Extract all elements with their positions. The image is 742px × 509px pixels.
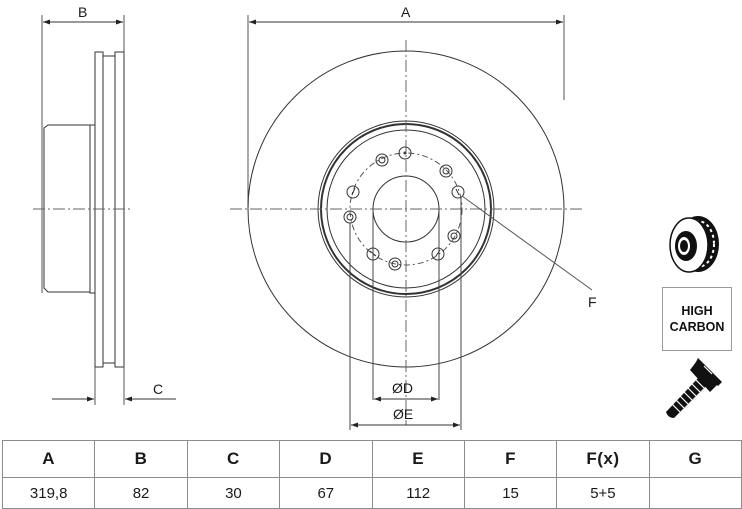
dimension-label-d: ØD <box>392 380 413 396</box>
spec-value-d: 67 <box>279 477 373 509</box>
spec-header-b: B <box>94 440 188 478</box>
front-view <box>230 15 593 430</box>
spec-table-value-row: 319,8 82 30 67 112 15 5+5 <box>1 477 742 509</box>
vented-brake-disc-icon <box>669 216 719 273</box>
spec-value-e: 112 <box>371 477 465 509</box>
dimension-label-e: ØE <box>393 406 413 422</box>
spec-value-fx: 5+5 <box>556 477 650 509</box>
dimension-label-c: C <box>153 381 163 397</box>
dimension-label-a: A <box>401 4 411 20</box>
spec-header-g: G <box>648 440 742 478</box>
countersunk-screw-icon <box>666 358 722 418</box>
side-view <box>33 15 176 405</box>
high-carbon-label-line2: CARBON <box>669 320 725 334</box>
spec-value-g <box>648 477 742 509</box>
high-carbon-label-line1: HIGH <box>681 304 713 318</box>
spec-header-d: D <box>279 440 373 478</box>
spec-table: A B C D E F F(x) G 319,8 82 30 67 112 15… <box>1 440 742 509</box>
spec-header-e: E <box>371 440 465 478</box>
spec-header-a: A <box>1 440 96 478</box>
spec-header-fx: F(x) <box>556 440 650 478</box>
spec-header-f: F <box>463 440 558 478</box>
spec-value-c: 30 <box>186 477 281 509</box>
spec-value-f: 15 <box>463 477 558 509</box>
dimension-label-f: F <box>588 294 597 310</box>
dimension-label-b: B <box>78 4 87 20</box>
spec-header-c: C <box>186 440 281 478</box>
spec-value-b: 82 <box>94 477 188 509</box>
spec-value-a: 319,8 <box>1 477 96 509</box>
bolt-holes <box>343 146 465 271</box>
high-carbon-badge: HIGH CARBON <box>662 287 732 351</box>
spec-table-header-row: A B C D E F F(x) G <box>1 440 742 478</box>
technical-drawing: B C <box>33 4 722 430</box>
